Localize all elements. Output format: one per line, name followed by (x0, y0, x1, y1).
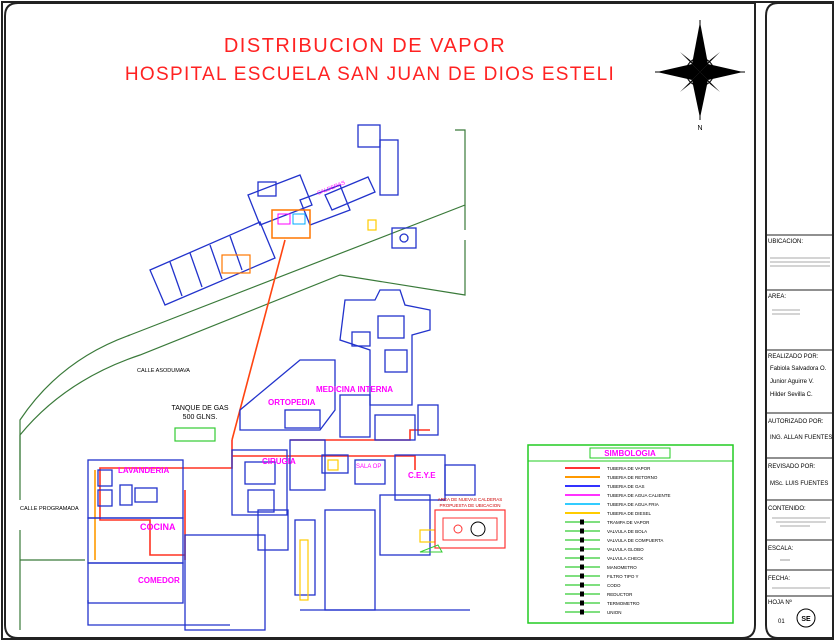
legend-row: UNION (565, 609, 622, 615)
legend-label: TUBERIA DE AGUA CALIENTE (607, 493, 671, 498)
hospital-buildings (87, 289, 476, 631)
tb-fecha-label: FECHA: (768, 576, 790, 582)
drawing-subtitle: HOSPITAL ESCUELA SAN JUAN DE DIOS ESTELI (125, 64, 615, 85)
label-ortopedia: ORTOPEDIA (268, 398, 316, 407)
tb-realizado-name-1: Fabiola Salvadora O. (770, 366, 827, 372)
street-label-diagonal: CALLE ASODUMAVA (137, 368, 190, 374)
boiler-house-buildings (149, 124, 417, 306)
tb-ubicacion-label: UBICACION: (768, 239, 803, 245)
legend-row: TRAMPA DE VAPOR (565, 519, 650, 525)
legend-title: SIMBOLOGIA (604, 449, 656, 458)
compass-north: N (697, 125, 702, 132)
label-lavanderia: LAVANDERIA (118, 466, 169, 475)
gas-tank-symbol (174, 427, 216, 442)
legend-symbol (580, 537, 584, 543)
legend-row: TUBERIA DE GAS (565, 484, 645, 489)
legend-label: MANOMETRO (607, 565, 637, 570)
legend-row: VALVULA DE BOLA (565, 528, 647, 534)
tb-area-label: AREA: (768, 294, 786, 300)
legend-row: VALVULA DE COMPUERTA (565, 537, 663, 543)
tb-escala-label: ESCALA: (768, 546, 794, 552)
logo-seal (796, 608, 816, 628)
tb-hoja-label: HOJA Nº (768, 599, 793, 606)
small-symbol (419, 544, 443, 553)
legend-label: TUBERIA DE AGUA FRIA (607, 502, 659, 507)
boiler-note-2: PROPUESTA DE UBICACION (440, 503, 501, 508)
legend-label: TUBERIA DE VAPOR (607, 466, 651, 471)
legend-symbol (580, 600, 584, 606)
legend-row: TUBERIA DE DIESEL (565, 511, 652, 516)
label-sala-op: SALA OP (356, 464, 381, 470)
legend-label: VALVULA DE COMPUERTA (607, 538, 663, 543)
legend-symbol (580, 609, 584, 615)
legend-symbol (580, 564, 584, 570)
legend-symbol (580, 582, 584, 588)
drawing-title: DISTRIBUCION DE VAPOR (224, 35, 506, 57)
legend-row: TUBERIA DE AGUA FRIA (565, 502, 659, 507)
tb-autorizado-name: ING. ALLAN FUENTES (770, 435, 832, 441)
legend-box: SIMBOLOGIA TUBERIA DE VAPOR TUBERIA DE RE… (527, 444, 734, 624)
legend-label: CODO (607, 583, 621, 588)
tb-hoja-number: 01 (778, 619, 785, 625)
label-cirugia: CIRUGIA (262, 457, 296, 466)
legend-label: TUBERIA DE RETORNO (607, 475, 658, 480)
tank-label-1: TANQUE DE GAS (171, 405, 228, 412)
legend-label: FILTRO TIPO Y (607, 574, 639, 579)
legend-row: VALVULA GLOBO (565, 546, 644, 552)
main-frame (4, 2, 756, 639)
legend-row: TUBERIA DE RETORNO (565, 475, 658, 480)
tb-realizado-label: REALIZADO POR: (768, 354, 819, 360)
tb-realizado-name-2: Junior Aguirre V. (770, 379, 814, 385)
street-curbs (19, 129, 466, 630)
legend-label: TUBERIA DE DIESEL (607, 511, 652, 516)
legend-symbol (580, 573, 584, 579)
boiler-note-1: AREA DE NUEVAS CALDERAS (438, 497, 502, 502)
legend-symbol (580, 528, 584, 534)
legend-row: TUBERIA DE VAPOR (565, 466, 651, 471)
title-block: UBICACION: AREA: REALIZADO POR: Fabiola … (766, 234, 833, 628)
street-label-west: CALLE PROGRAMADA (20, 506, 79, 512)
legend-row: TUBERIA DE AGUA CALIENTE (565, 493, 671, 498)
tb-revisado-label: REVISADO POR: (768, 464, 816, 470)
legend-row: FILTRO TIPO Y (565, 573, 639, 579)
compass-rose: N (655, 20, 745, 132)
tb-contenido-label: CONTENIDO: (768, 506, 806, 512)
legend-symbol (580, 546, 584, 552)
legend-symbol (580, 555, 584, 561)
label-medicina-interna: MEDICINA INTERNA (316, 385, 393, 394)
tank-label-2: 500 GLNS. (183, 414, 218, 421)
legend-row: MANOMETRO (565, 564, 637, 570)
legend-label: TRAMPA DE VAPOR (607, 520, 650, 525)
legend-symbol (580, 519, 584, 525)
legend-label: VALVULA CHECK (607, 556, 643, 561)
tb-autorizado-label: AUTORIZADO POR: (768, 419, 824, 425)
legend-row: CODO (565, 582, 621, 588)
label-cocina: COCINA (140, 522, 176, 532)
legend-row: VALVULA CHECK (565, 555, 643, 561)
legend-label: VALVULA DE BOLA (607, 529, 647, 534)
legend-label: TUBERIA DE GAS (607, 484, 645, 489)
label-ceye: C.E.Y.E (408, 471, 436, 480)
titleblock-frame (765, 2, 834, 639)
logo-seal-text: SE (801, 616, 811, 623)
tb-revisado-name: MSc. LUIS FUENTES (770, 481, 828, 487)
legend-row: TERMOMETRO (565, 600, 640, 606)
tb-realizado-name-3: Hilder Sevilla C. (770, 392, 813, 398)
legend-row: REDUCTOR (565, 591, 633, 597)
proposed-boiler-area (434, 509, 506, 549)
legend-label: UNION (607, 610, 622, 615)
label-comedor: COMEDOR (138, 576, 180, 585)
legend-label: TERMOMETRO (607, 601, 640, 606)
legend-symbol (580, 591, 584, 597)
legend-label: REDUCTOR (607, 592, 633, 597)
legend-label: VALVULA GLOBO (607, 547, 644, 552)
